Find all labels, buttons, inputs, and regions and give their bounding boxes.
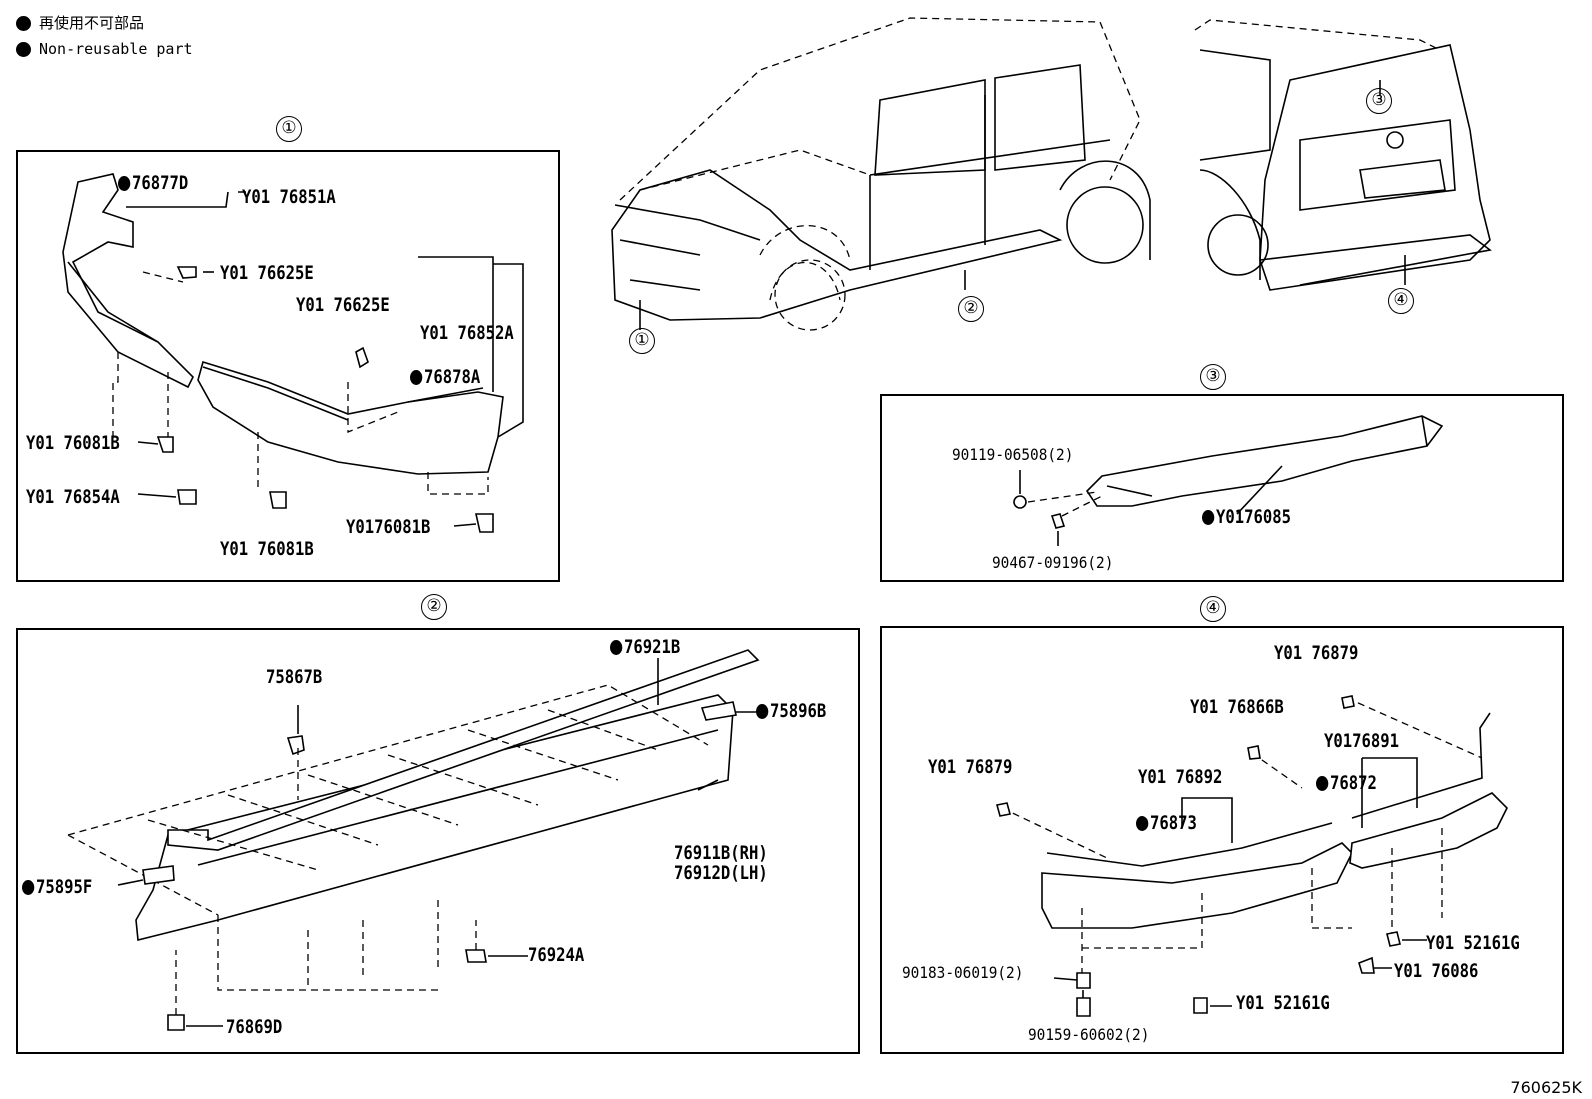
part-label-76877D: 76877D [118, 172, 188, 194]
part-label-76891: Y0176891 [1324, 730, 1400, 752]
non-reusable-dot-icon [22, 880, 35, 895]
part-label-52161G-a: Y01 52161G [1426, 932, 1520, 954]
section-marker-3: ③ [1200, 364, 1226, 390]
part-label-76081B-b: Y01 76081B [220, 538, 314, 560]
section-marker-1: ① [276, 116, 302, 142]
legend-text-en: Non-reusable part [39, 40, 193, 58]
bullet-icon [16, 41, 31, 57]
non-reusable-dot-icon [1316, 776, 1329, 791]
panel-rear-lower-spoiler: Y01 76879 Y01 76866B Y0176891 Y01 76879 … [880, 626, 1564, 1054]
panel-side-mudguard: 75867B 76921B 75896B 76911B(RH) 76912D(L… [16, 628, 860, 1054]
part-label-76879-a: Y01 76879 [1274, 642, 1359, 664]
part-label-76873: 76873 [1136, 812, 1197, 834]
legend-japanese: 再使用不可部品 [16, 14, 144, 32]
part-number: 76878A [423, 366, 481, 388]
part-label-76851A: Y01 76851A [242, 186, 336, 208]
part-label-76852A: Y01 76852A [420, 322, 514, 344]
part-label-76081B-a: Y01 76081B [26, 432, 120, 454]
car-callout-4: ④ [1388, 288, 1414, 314]
rear-lower-spoiler-drawing [996, 695, 1508, 1017]
part-number: 76921B [623, 636, 681, 658]
car-callout-2: ② [958, 296, 984, 322]
panel-front-spoiler: 76877D Y01 76851A Y01 76625E Y01 76625E … [16, 150, 560, 582]
rear-spoiler-drawing [1013, 415, 1444, 546]
part-label-76879-b: Y01 76879 [928, 756, 1013, 778]
non-reusable-dot-icon [610, 640, 623, 655]
part-label-76878A: 76878A [410, 366, 480, 388]
front-spoiler-drawing [62, 173, 524, 533]
non-reusable-dot-icon [756, 704, 769, 719]
part-label-76086: Y01 76086 [1394, 960, 1479, 982]
part-label-76625E-a: Y01 76625E [220, 262, 314, 284]
part-label-76081B-c: Y0176081B [346, 516, 431, 538]
part-label-75895F: 75895F [22, 876, 92, 898]
part-label-76892: Y01 76892 [1138, 766, 1223, 788]
part-number: 75895F [35, 876, 93, 898]
part-label-90467: 90467-09196(2) [992, 553, 1114, 572]
part-label-76924A: 76924A [528, 944, 585, 966]
side-mudguard-drawing [67, 649, 760, 1031]
non-reusable-dot-icon [410, 370, 423, 385]
part-label-76625E-b: Y01 76625E [296, 294, 390, 316]
part-label-75867B: 75867B [266, 666, 323, 688]
car-callout-1: ① [629, 328, 655, 354]
bullet-icon [16, 15, 31, 31]
part-number: 76873 [1149, 812, 1197, 834]
panel-rear-spoiler: 90119-06508(2) Y0176085 90467-09196(2) [880, 394, 1564, 582]
section-marker-2: ② [421, 594, 447, 620]
part-number: Y0176085 [1215, 506, 1291, 528]
part-label-75896B: 75896B [756, 700, 826, 722]
non-reusable-dot-icon [118, 176, 131, 191]
part-label-52161G-b: Y01 52161G [1236, 992, 1330, 1014]
part-number: 76872 [1329, 772, 1377, 794]
part-label-76872: 76872 [1316, 772, 1377, 794]
part-number: 75896B [769, 700, 827, 722]
part-label-76854A: Y01 76854A [26, 486, 120, 508]
part-label-76921B: 76921B [610, 636, 680, 658]
legend-text-jp: 再使用不可部品 [39, 14, 145, 32]
section-marker-4: ④ [1200, 596, 1226, 622]
part-label-76869D: 76869D [226, 1016, 283, 1038]
part-label-90159: 90159-60602(2) [1028, 1025, 1150, 1044]
legend-english: Non-reusable part [16, 40, 193, 58]
part-label-90119: 90119-06508(2) [952, 445, 1074, 464]
part-label-76911B: 76911B(RH) [674, 842, 768, 864]
part-label-76866B: Y01 76866B [1190, 696, 1284, 718]
car-callout-3: ③ [1366, 88, 1392, 114]
part-label-Y0176085: Y0176085 [1202, 506, 1291, 528]
part-label-90183: 90183-06019(2) [902, 963, 1024, 982]
part-number: 76877D [131, 172, 189, 194]
non-reusable-dot-icon [1136, 816, 1149, 831]
non-reusable-dot-icon [1202, 510, 1215, 525]
figure-code: 760625K [1510, 1078, 1582, 1097]
part-label-76912D: 76912D(LH) [674, 862, 768, 884]
